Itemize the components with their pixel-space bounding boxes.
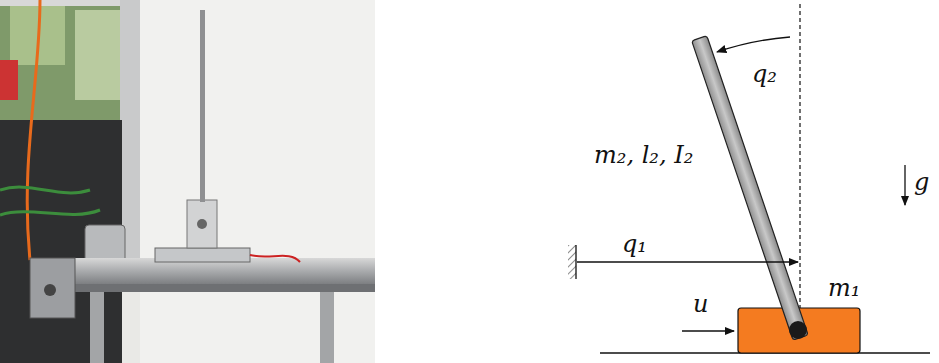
- angle-arrow: [717, 37, 790, 52]
- gravity-arrow: [904, 165, 905, 205]
- fixed-wall: [568, 245, 576, 279]
- gravity-label: g: [914, 170, 929, 194]
- cart-pole-schematic: [568, 4, 930, 353]
- pendulum-rod: [692, 36, 808, 340]
- position-label: q₁: [622, 232, 647, 256]
- cart-mass-label: m₁: [828, 276, 860, 300]
- pendulum-parameters: m₂, l₂, I₂: [594, 143, 693, 167]
- angle-label: q₂: [752, 62, 777, 86]
- force-label: u: [693, 292, 708, 316]
- photo: [0, 0, 375, 363]
- force-arrow: [682, 330, 734, 331]
- position-arrow: [577, 261, 798, 262]
- pivot-joint: [789, 321, 807, 339]
- vertical-reference: [799, 4, 800, 318]
